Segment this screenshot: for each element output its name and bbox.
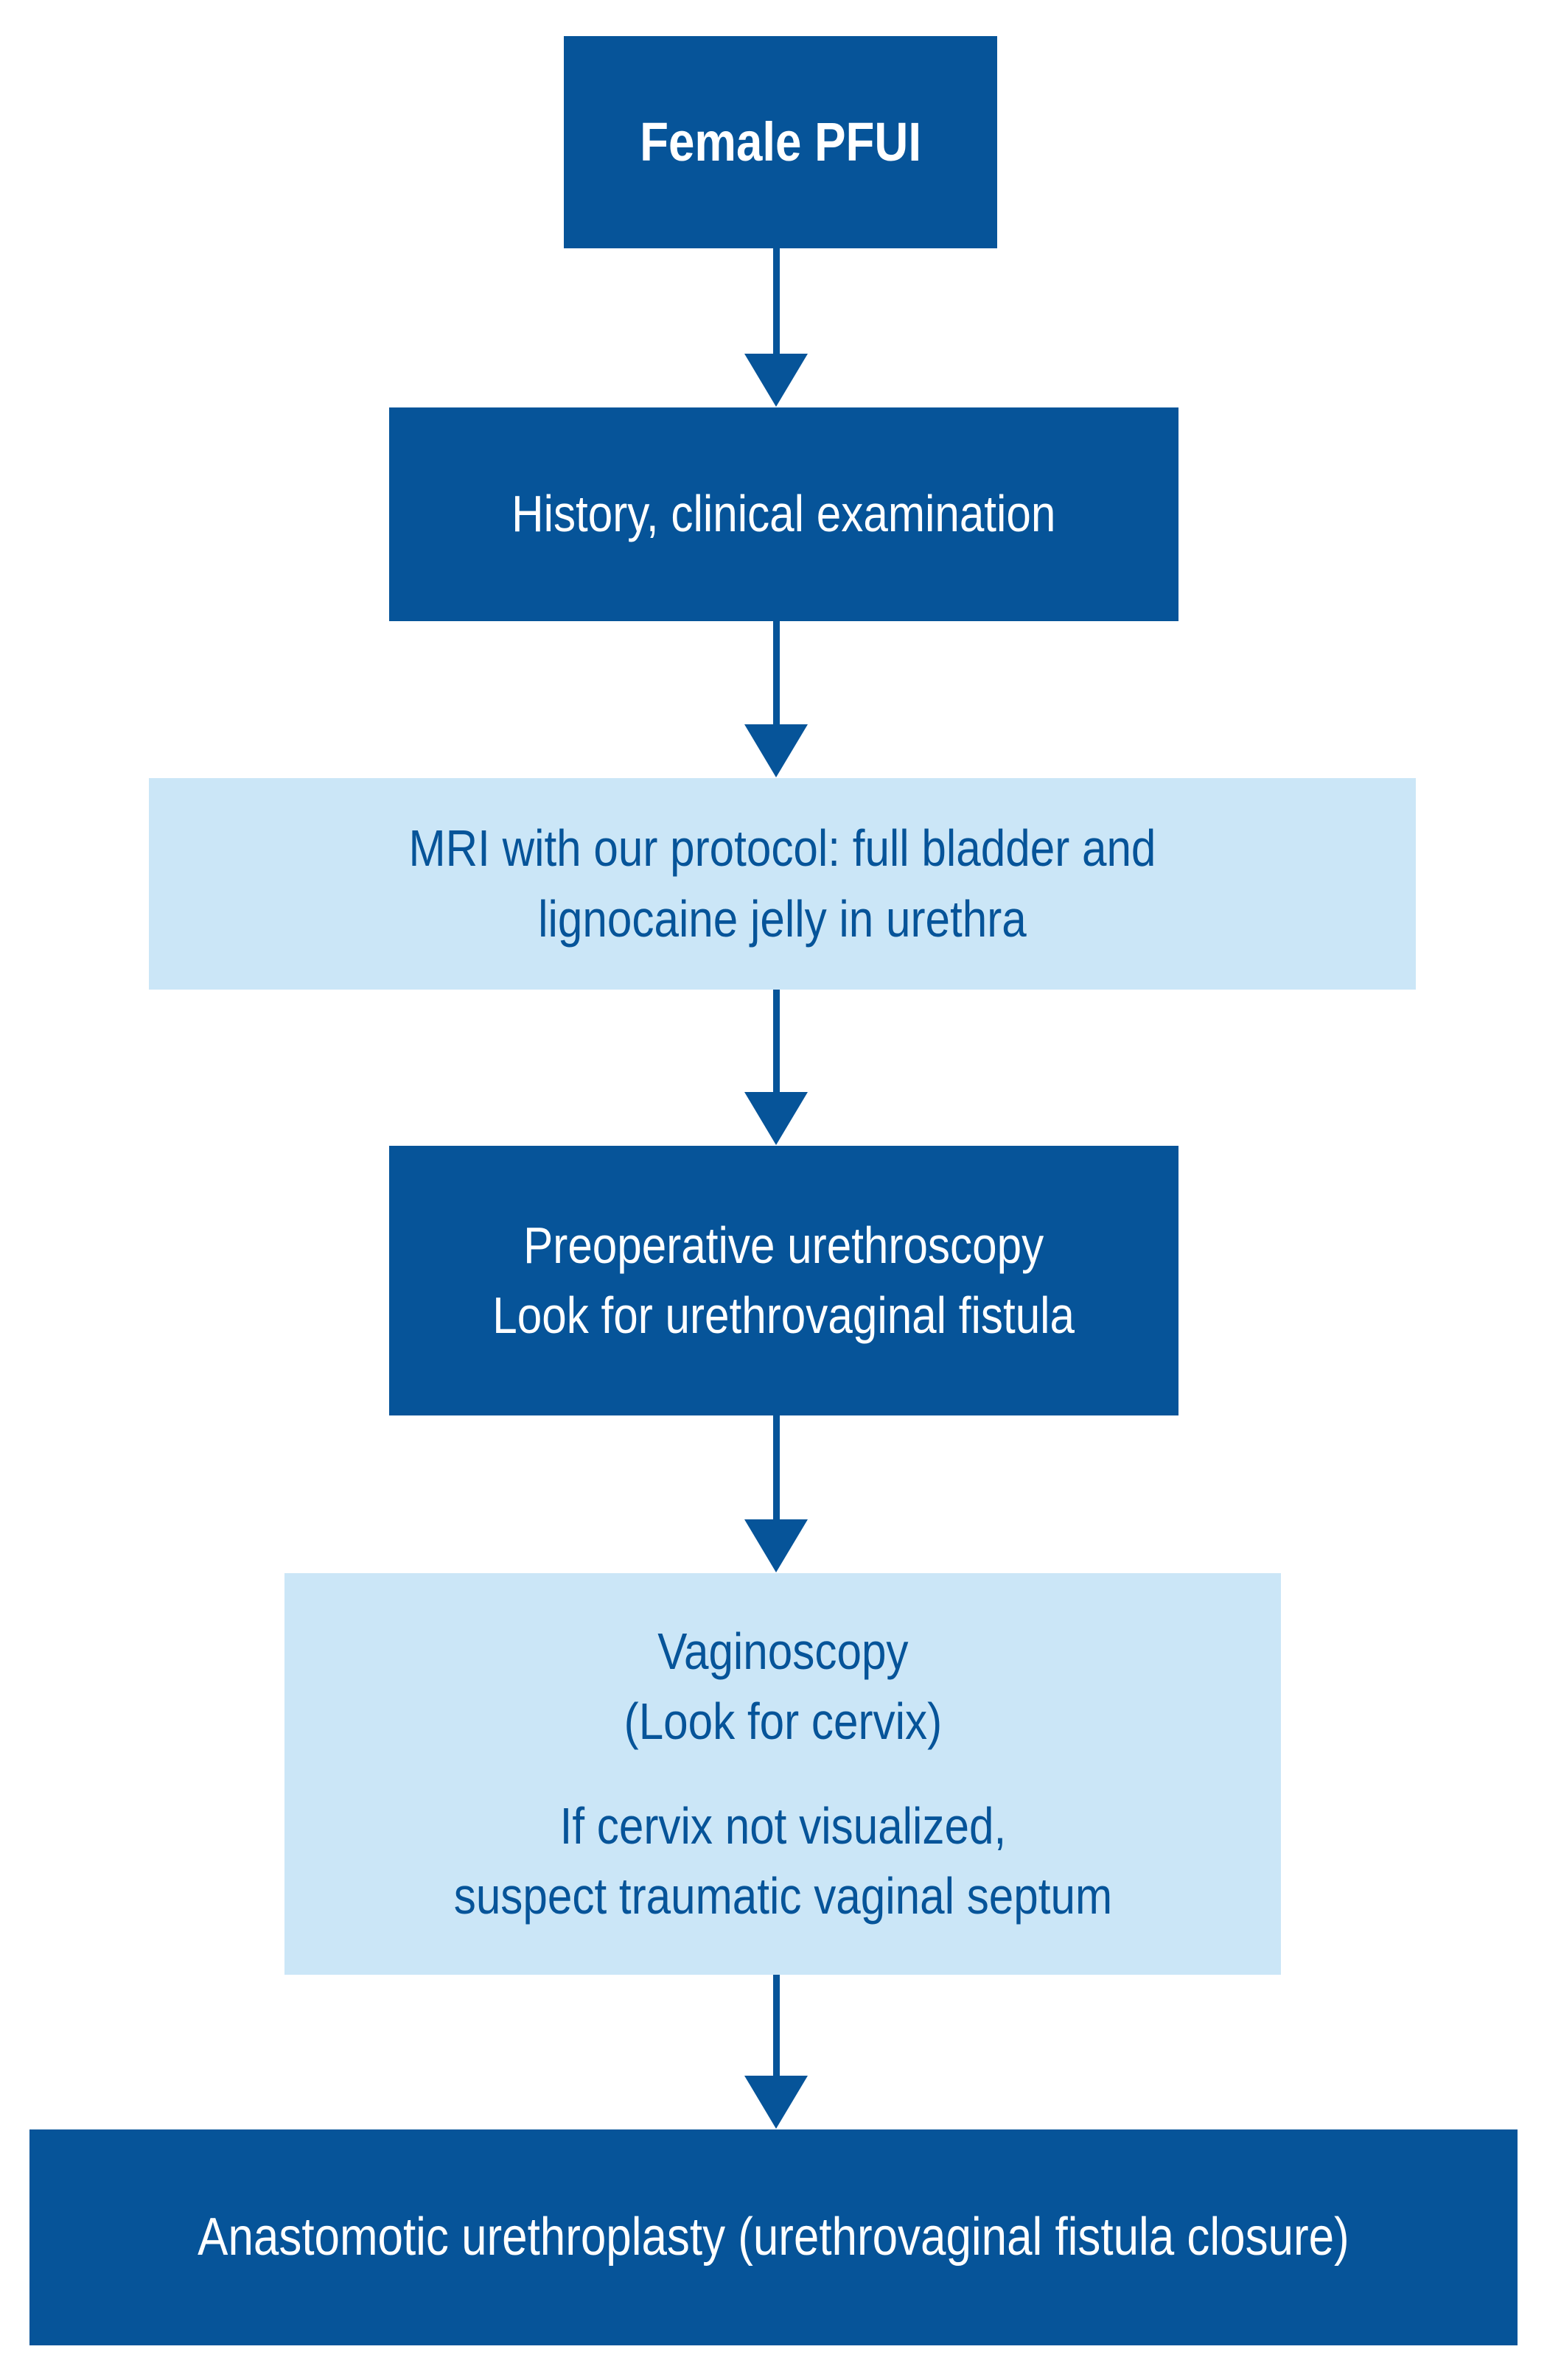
node-female-pfui: Female PFUI bbox=[564, 36, 997, 248]
arrow-stem bbox=[772, 621, 780, 724]
cervix-warning-paragraph: If cervix not visualized, suspect trauma… bbox=[453, 1791, 1111, 1931]
arrow-stem bbox=[772, 1415, 780, 1519]
node-female-pfui-label: Female PFUI bbox=[640, 111, 921, 172]
node-mri-protocol: MRI with our protocol: full bladder and … bbox=[149, 778, 1416, 990]
node-line: Preoperative urethroscopy bbox=[523, 1216, 1044, 1274]
flow-arrow-5 bbox=[744, 1975, 808, 2129]
node-vaginoscopy: Vaginoscopy (Look for cervix) If cervix … bbox=[284, 1573, 1281, 1975]
vaginoscopy-paragraph: Vaginoscopy (Look for cervix) bbox=[453, 1617, 1111, 1757]
node-line: lignocaine jelly in urethra bbox=[538, 889, 1027, 948]
node-preop-urethroscopy: Preoperative urethroscopy Look for ureth… bbox=[389, 1146, 1178, 1415]
node-line: Vaginoscopy bbox=[657, 1623, 909, 1681]
node-anastomotic-urethroplasty: Anastomotic urethroplasty (urethrovagina… bbox=[29, 2129, 1518, 2345]
arrow-stem bbox=[772, 248, 780, 354]
node-history-exam-label: History, clinical examination bbox=[511, 485, 1056, 543]
node-line: If cervix not visualized, bbox=[559, 1796, 1006, 1855]
node-vaginoscopy-text: Vaginoscopy (Look for cervix) If cervix … bbox=[453, 1617, 1111, 1931]
arrow-down-icon bbox=[744, 1092, 808, 1145]
node-history-exam: History, clinical examination bbox=[389, 407, 1178, 621]
flow-arrow-3 bbox=[744, 990, 808, 1145]
arrow-down-icon bbox=[744, 724, 808, 777]
arrow-stem bbox=[772, 1975, 780, 2076]
node-line: (Look for cervix) bbox=[624, 1693, 942, 1751]
flow-arrow-2 bbox=[744, 621, 808, 777]
node-preop-urethroscopy-text: Preoperative urethroscopy Look for ureth… bbox=[493, 1211, 1075, 1351]
node-anastomotic-urethroplasty-label: Anastomotic urethroplasty (urethrovagina… bbox=[198, 2207, 1349, 2267]
node-line: suspect traumatic vaginal septum bbox=[453, 1866, 1112, 1925]
flow-arrow-1 bbox=[744, 248, 808, 407]
node-mri-protocol-text: MRI with our protocol: full bladder and … bbox=[409, 813, 1156, 953]
arrow-down-icon bbox=[744, 2076, 808, 2129]
arrow-down-icon bbox=[744, 1519, 808, 1572]
flow-arrow-4 bbox=[744, 1415, 808, 1572]
node-line: MRI with our protocol: full bladder and bbox=[408, 819, 1156, 878]
arrow-stem bbox=[772, 990, 780, 1092]
node-line: Look for urethrovaginal fistula bbox=[492, 1287, 1075, 1344]
arrow-down-icon bbox=[744, 354, 808, 407]
